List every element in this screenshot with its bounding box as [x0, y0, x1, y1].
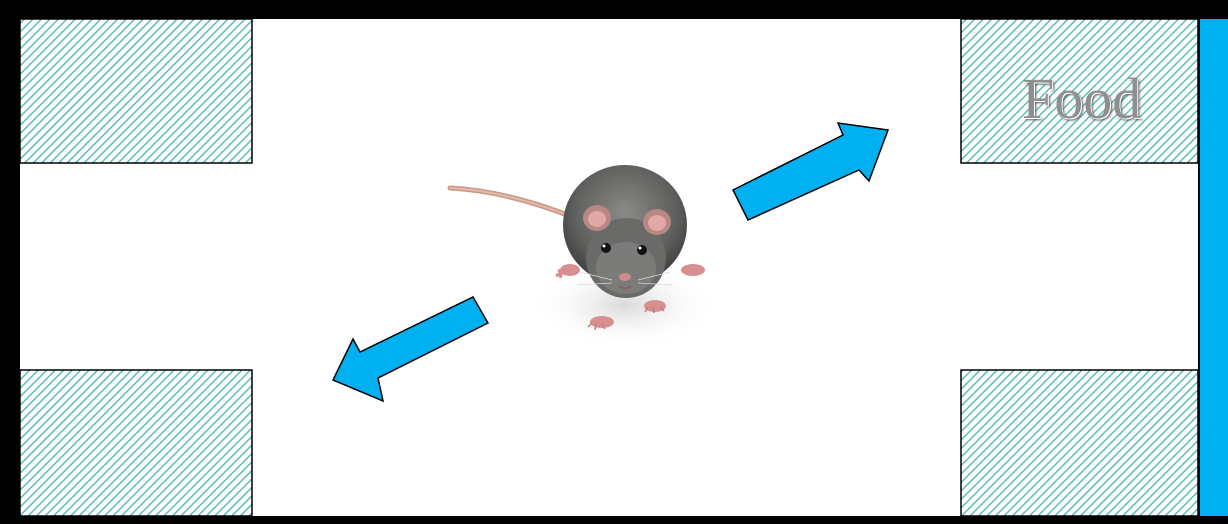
left-wall — [0, 0, 20, 524]
arrow-down-left-icon — [333, 297, 488, 401]
rat-icon — [450, 165, 720, 350]
block-bottom-left — [20, 370, 252, 516]
food-label: Food — [1022, 70, 1141, 128]
top-wall — [0, 0, 1228, 19]
bottom-wall — [0, 516, 1228, 524]
food-wall — [1200, 19, 1228, 516]
block-bottom-right — [961, 370, 1198, 516]
block-top-left — [20, 19, 252, 163]
arrow-up-right-icon — [733, 123, 888, 220]
